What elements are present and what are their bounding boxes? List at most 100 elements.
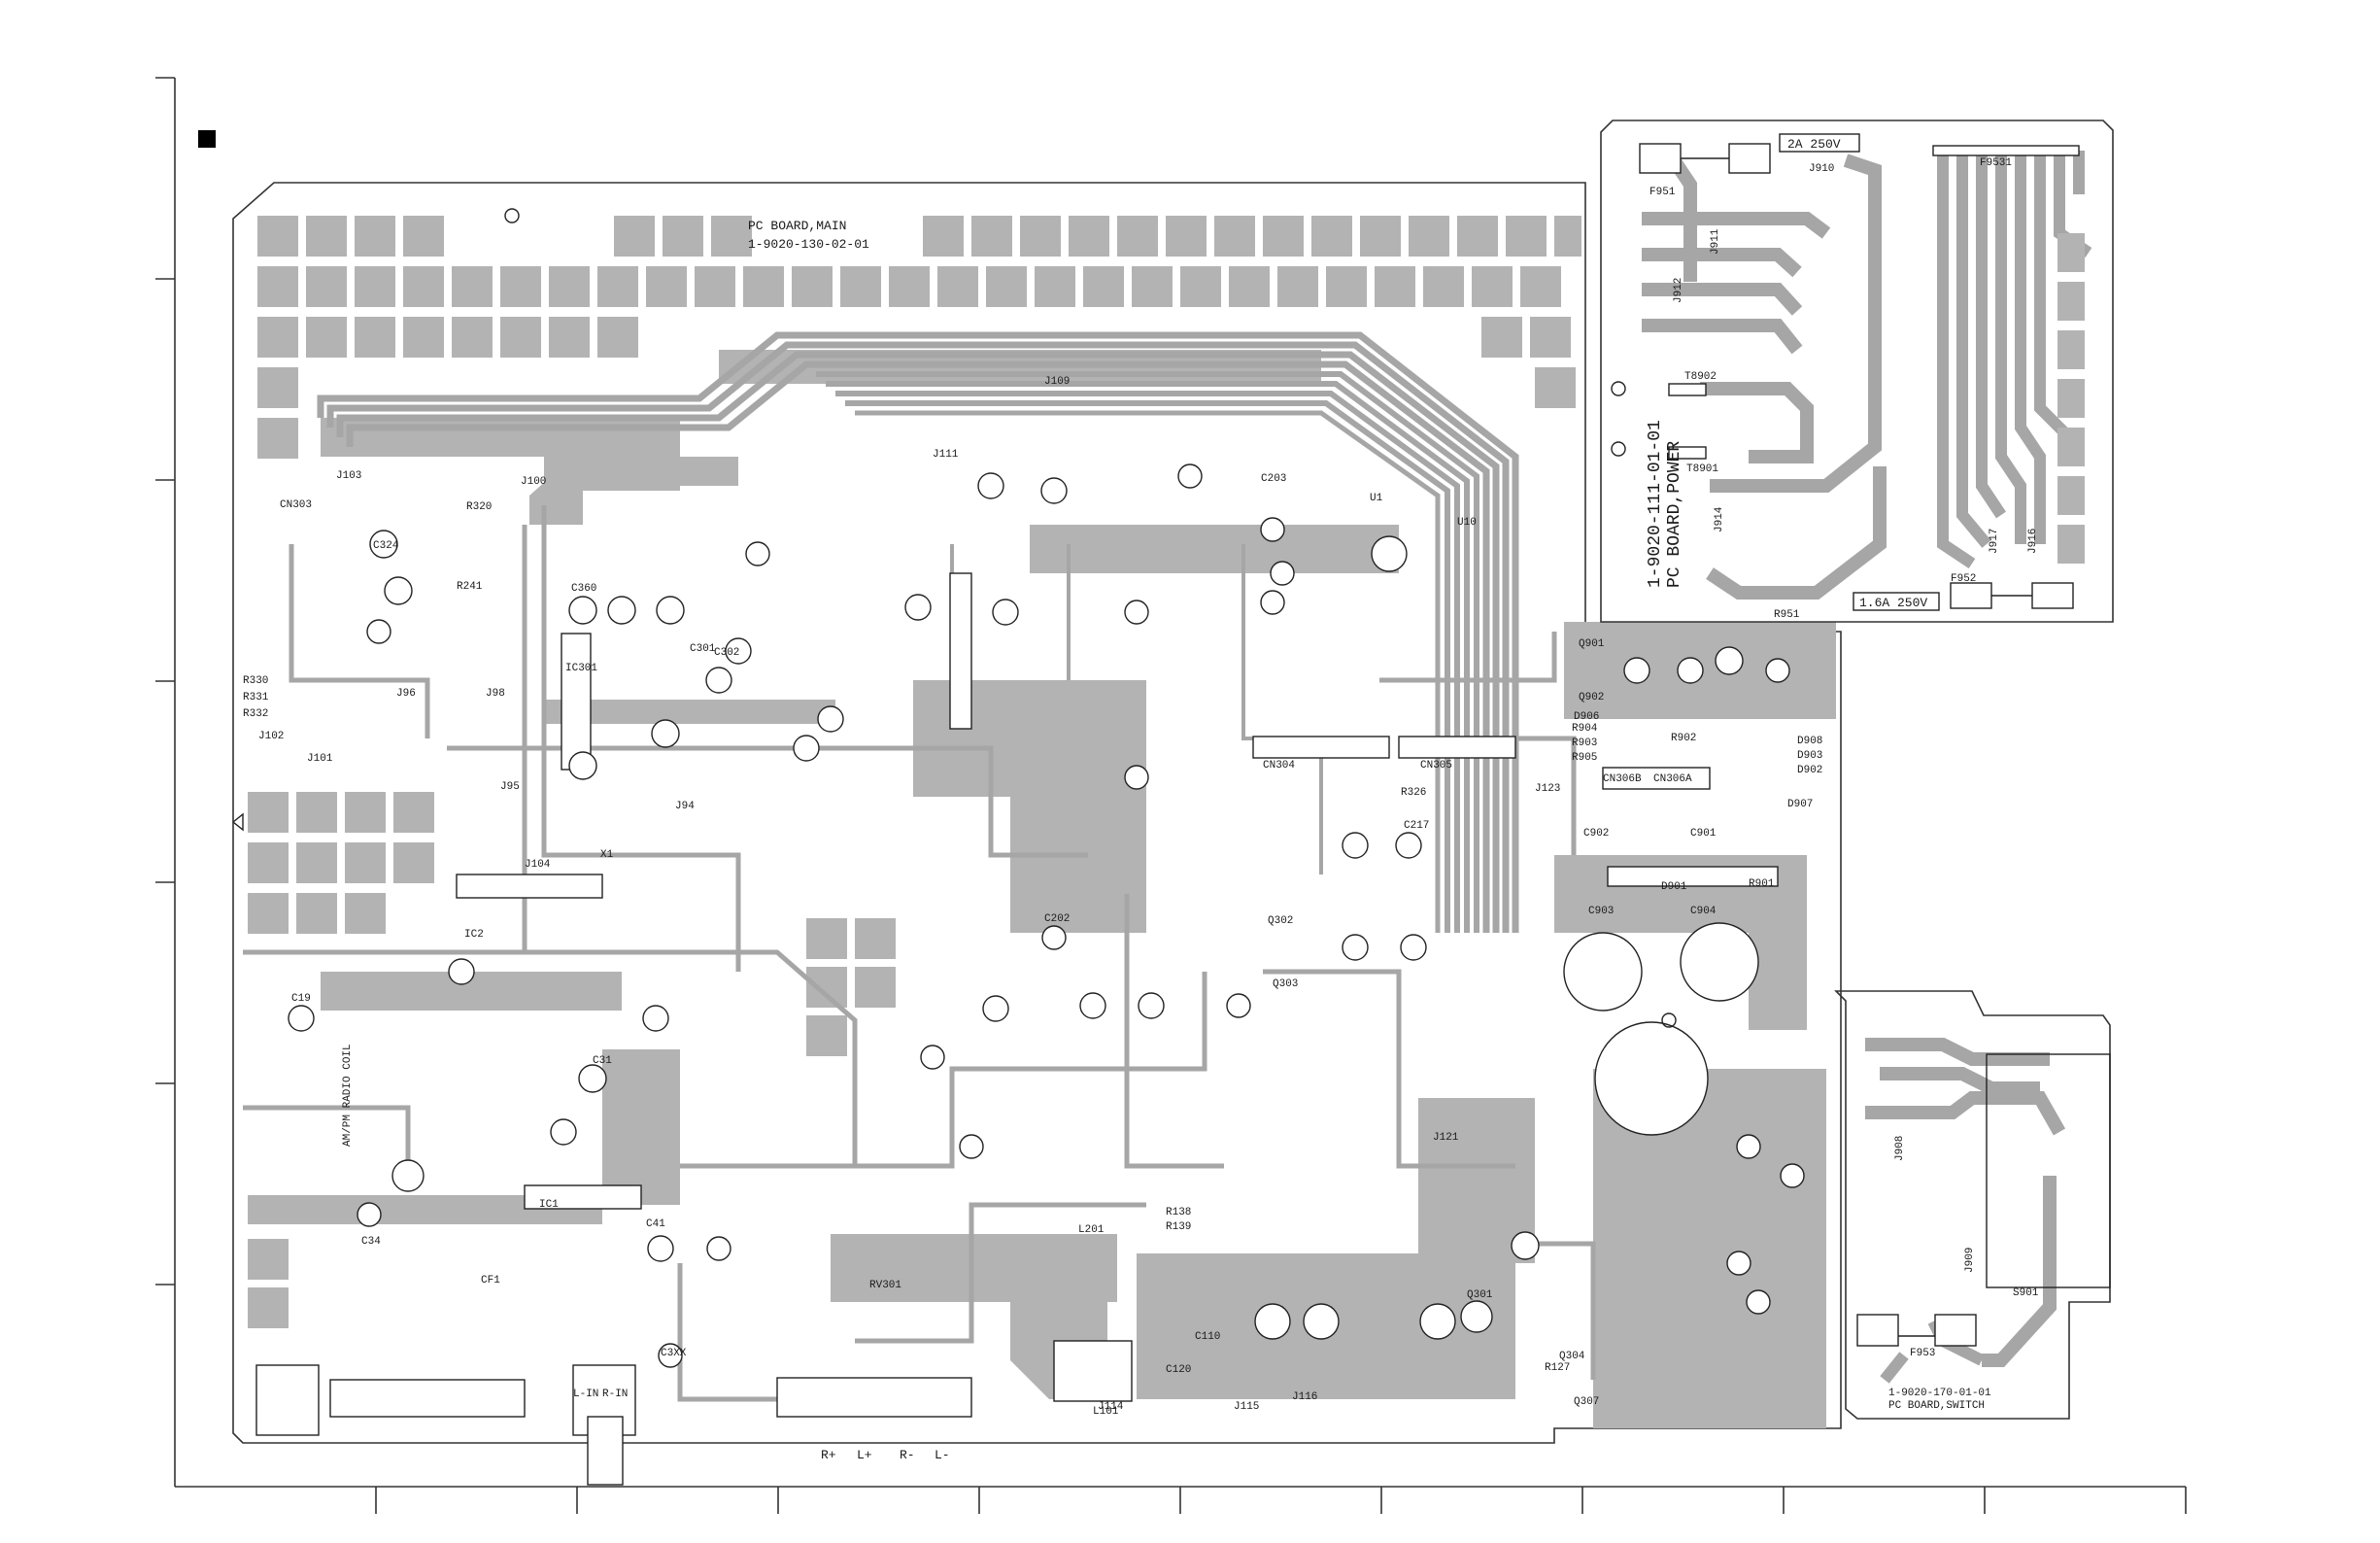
component-label: J116: [1292, 1391, 1317, 1403]
component-label: CN305: [1420, 760, 1452, 772]
component-label: C202: [1044, 913, 1070, 925]
connector-strip: [1932, 145, 2080, 156]
component-label: RV301: [869, 1280, 901, 1291]
component-label: C302: [714, 647, 739, 659]
component-label: C120: [1166, 1364, 1191, 1376]
component-label: J104: [525, 859, 551, 871]
ic301-package: [561, 633, 592, 771]
component-label: IC1: [539, 1199, 559, 1211]
component-label: Q307: [1574, 1396, 1599, 1408]
component-label: F952: [1951, 573, 1976, 585]
output-label-r-minus: R-: [900, 1448, 915, 1462]
input-label-r-in: R-IN: [602, 1389, 628, 1400]
switch-board-name: PC BOARD,SWITCH: [1888, 1400, 1985, 1412]
switch-s901-outline: [1986, 1053, 2111, 1288]
component-label: C901: [1690, 828, 1717, 840]
main-board-part-number: 1-9020-130-02-01: [748, 237, 869, 252]
component-label: R326: [1401, 787, 1426, 799]
capacitors: [288, 463, 1805, 1368]
component-label: C903: [1588, 906, 1614, 917]
component-label: J100: [521, 476, 546, 488]
component-label: R138: [1166, 1207, 1191, 1218]
component-label: IC301: [565, 663, 597, 674]
component-label: AM/PM RADIO COIL: [342, 1044, 354, 1147]
output-label-l-plus: L+: [857, 1448, 872, 1462]
component-label: Q303: [1273, 978, 1298, 990]
component-label: R127: [1545, 1362, 1570, 1374]
main-board-name: PC BOARD,MAIN: [748, 219, 846, 233]
component-label: F9531: [1980, 157, 2012, 169]
component-label: J917: [1989, 529, 2000, 554]
component-label: R903: [1572, 737, 1597, 749]
drawing-frame: [155, 77, 2187, 1514]
mounting-hole-icon: [1611, 381, 1626, 396]
component-label: C203: [1261, 473, 1286, 485]
component-label: C324: [373, 540, 399, 552]
component-label: Q902: [1579, 692, 1604, 703]
component-label: J95: [500, 781, 520, 793]
component-label: J98: [486, 688, 505, 700]
component-label: J909: [1964, 1248, 1976, 1273]
bottom-connectors: [255, 1340, 1133, 1486]
component-label: J114: [1098, 1401, 1124, 1413]
component-label: R901: [1749, 878, 1775, 890]
component-label: J94: [675, 801, 695, 812]
component-label: J101: [307, 753, 333, 765]
fuse-rating-bottom: 1.6A 250V: [1859, 596, 1927, 610]
switch-component-labels: F953 S901 J908 J909: [1894, 1136, 2039, 1359]
component-label: U10: [1457, 517, 1477, 529]
output-label-l-minus: L-: [935, 1448, 950, 1462]
component-label: C34: [361, 1236, 381, 1248]
connector-block: [1668, 446, 1707, 460]
component-label: J102: [258, 731, 284, 742]
left-triangle-arrow-icon: [231, 812, 244, 832]
component-label: U1: [1370, 493, 1383, 504]
component-label: L101: [1093, 1406, 1119, 1418]
fuse-rating-top: 2A 250V: [1787, 137, 1841, 152]
component-label: J914: [1714, 506, 1725, 532]
edge-pad-field: [257, 216, 1581, 459]
component-label: C904: [1690, 906, 1717, 917]
component-label: D906: [1574, 711, 1599, 723]
component-label: R904: [1572, 723, 1598, 735]
component-label: J908: [1894, 1136, 1906, 1161]
power-board-outline: [1600, 120, 2114, 623]
component-label: D907: [1787, 799, 1813, 810]
component-label: F953: [1910, 1348, 1935, 1359]
power-traces: [1642, 151, 2092, 600]
ic-main-package: [949, 572, 972, 730]
component-label: C217: [1404, 820, 1429, 832]
component-label: Q304: [1559, 1351, 1585, 1362]
power-board-name: PC BOARD,POWER: [1665, 441, 1684, 588]
connector-block: [1668, 383, 1707, 396]
component-label: C110: [1195, 1331, 1220, 1343]
component-label: CF1: [481, 1275, 500, 1286]
output-label-r-plus: R+: [821, 1448, 836, 1462]
ic-packages: [456, 572, 1779, 1210]
component-label: C360: [571, 583, 596, 595]
component-label: Q301: [1467, 1289, 1493, 1301]
component-label: J123: [1535, 783, 1560, 795]
fuse-holder-switch: [1856, 1314, 1977, 1347]
component-label: R332: [243, 708, 268, 720]
component-label: R902: [1671, 733, 1696, 744]
component-label: J912: [1673, 278, 1684, 303]
main-board-outline: [232, 182, 1842, 1444]
power-board: 2A 250V 1.6A 250V 1-9020-111-01-01 PC BO…: [1600, 120, 2114, 623]
component-label: D901: [1661, 881, 1687, 893]
component-label: R905: [1572, 752, 1597, 764]
component-label: C902: [1583, 828, 1609, 840]
power-board-part-number: 1-9020-111-01-01: [1646, 420, 1665, 588]
cn305-connector: [1398, 736, 1516, 759]
input-label-l-in: L-IN: [573, 1389, 598, 1400]
component-label: C31: [593, 1055, 612, 1067]
component-label: R331: [243, 692, 269, 703]
switch-board-outline: [1834, 990, 2111, 1420]
component-label: L201: [1078, 1224, 1105, 1236]
fuse-rating-box-bottom: [1853, 592, 1940, 611]
component-label: IC2: [464, 929, 484, 941]
power-edge-pads: [2057, 233, 2085, 564]
component-label: D902: [1797, 765, 1822, 776]
component-label: C19: [291, 993, 311, 1005]
cn306-connector: [1602, 767, 1711, 790]
